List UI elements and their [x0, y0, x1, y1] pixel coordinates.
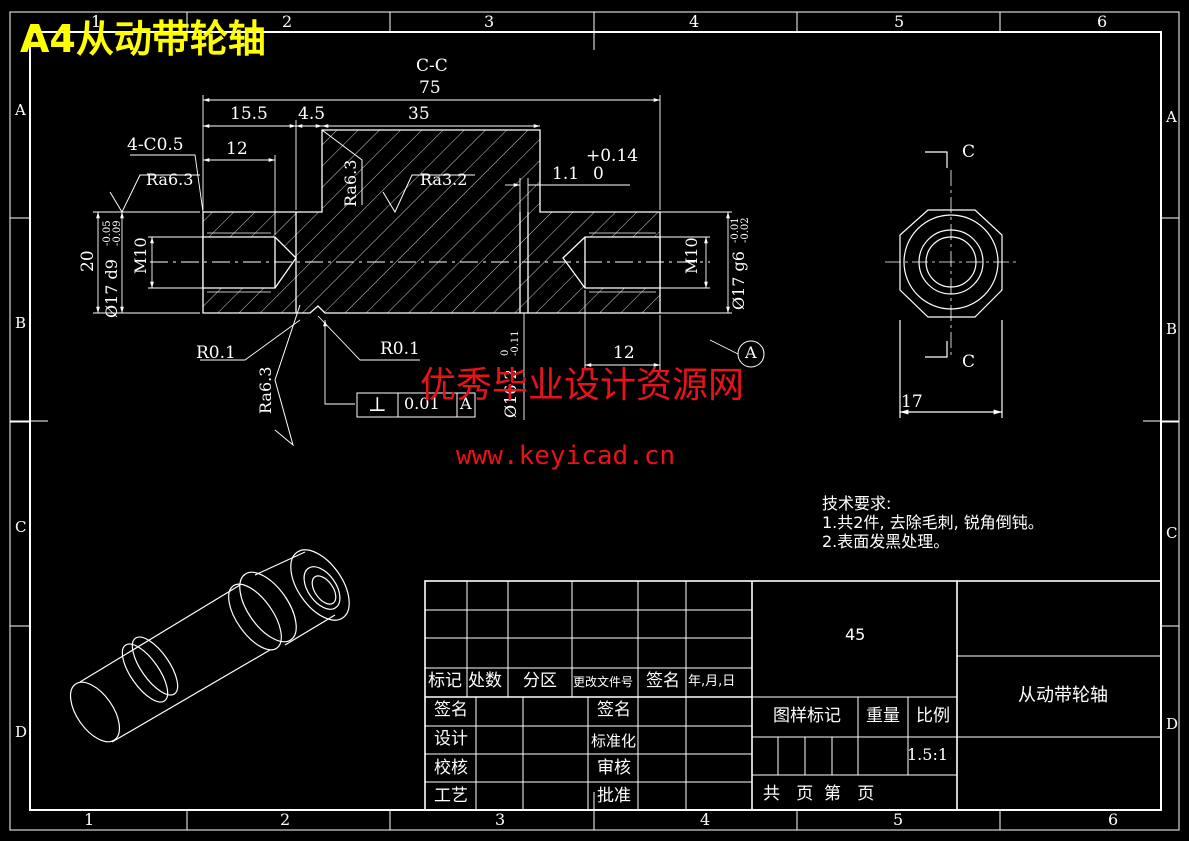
- sheet-count: 共 页 第 页: [763, 784, 875, 804]
- dim-width-17: 17: [901, 392, 923, 412]
- zone-row-right-a: A: [1166, 108, 1177, 126]
- notes-item-1: 1.共2件, 去除毛刺, 锐角倒钝。: [822, 513, 1044, 532]
- header-count: 处数: [468, 671, 502, 691]
- mid-row-sign: 签名: [597, 700, 631, 720]
- left-row-check: 校核: [434, 758, 468, 778]
- zone-col-top-5: 5: [894, 12, 905, 31]
- tolerance-value: 0.01: [404, 394, 440, 413]
- zone-col-top-3: 3: [484, 12, 495, 31]
- roughness-label-3: Ra3.2: [420, 170, 468, 189]
- section-label: C-C: [416, 56, 448, 76]
- zone-col-bottom-2: 2: [280, 810, 291, 829]
- isometric-view: [69, 549, 350, 743]
- dim-35: 35: [408, 104, 430, 124]
- zone-col-bottom-3: 3: [495, 810, 506, 829]
- notes-item-2: 2.表面发黑处理。: [822, 532, 950, 551]
- dimension-lines: [93, 95, 739, 420]
- scale-value: 1.5:1: [907, 745, 949, 764]
- left-row-process: 工艺: [434, 786, 468, 806]
- zone-row-right-c: C: [1166, 524, 1178, 542]
- left-row-sign: 签名: [434, 700, 468, 720]
- zone-row-left-a: A: [15, 101, 26, 119]
- zone-row-left-c: C: [15, 518, 27, 536]
- left-row-design: 设计: [434, 729, 468, 749]
- dim-groove-tol-dn: -0.11: [510, 330, 521, 356]
- zone-col-bottom-6: 6: [1108, 810, 1119, 829]
- dim-dia-left-tol-dn: -0.09: [112, 220, 123, 246]
- zone-row-left-d: D: [15, 723, 28, 741]
- scale-header-pattern: 图样标记: [773, 706, 841, 726]
- section-mark-bottom: C: [962, 352, 976, 372]
- dim-4-5: 4.5: [298, 104, 326, 124]
- zone-col-top-2: 2: [282, 12, 293, 31]
- mid-row-review: 审核: [597, 758, 631, 778]
- zone-row-left-b: B: [15, 314, 27, 332]
- shaft-section-view: [150, 129, 710, 314]
- dim-height-20: 20: [78, 250, 98, 272]
- watermark-line1: 优秀毕业设计资源网: [420, 365, 745, 406]
- end-view: [885, 151, 1020, 418]
- dim-tol-zero: 0: [593, 164, 604, 184]
- perpendicularity-symbol: ⊥: [368, 392, 387, 416]
- tolerance-frame-box: [356, 392, 476, 418]
- zone-ticks: [10, 12, 1179, 830]
- mid-row-standard: 标准化: [591, 732, 637, 750]
- roughness-label-1: Ra6.3: [146, 170, 194, 189]
- dim-dia-right: Ø17 g6: [729, 251, 748, 310]
- header-date: 年,月,日: [688, 674, 736, 689]
- tolerance-datum: A: [460, 394, 472, 413]
- roughness-label-2: Ra6.3: [341, 159, 360, 207]
- zone-col-bottom-4: 4: [700, 810, 711, 829]
- dim-radius-2: R0.1: [380, 339, 420, 359]
- zone-col-top-4: 4: [689, 12, 700, 31]
- dim-dia-left: Ø17 d9: [102, 259, 121, 318]
- zone-col-top-1: 1: [91, 12, 102, 31]
- mid-row-approve: 批准: [597, 786, 631, 806]
- drawing-title: A4从动带轮轴: [20, 17, 266, 61]
- roughness-symbols: [109, 129, 475, 447]
- title-block-grid: [424, 580, 1162, 811]
- part-name-cell: 从动带轮轴: [1018, 685, 1108, 706]
- outer-border: [9, 11, 1180, 831]
- dim-thread-left: M10: [131, 237, 150, 274]
- header-zone: 分区: [523, 671, 557, 691]
- scale-header-ratio: 比例: [916, 706, 950, 726]
- zone-col-top-6: 6: [1097, 12, 1108, 31]
- material-cell: 45: [845, 625, 866, 644]
- dim-12-left: 12: [226, 139, 248, 159]
- header-sign: 签名: [646, 671, 680, 691]
- dim-tol-plus: +0.14: [586, 146, 639, 166]
- dim-radius-1: R0.1: [196, 343, 236, 363]
- scale-header-weight: 重量: [866, 706, 900, 726]
- dim-overall: 75: [419, 78, 441, 98]
- dim-groove-width: 1.1: [552, 164, 580, 184]
- roughness-label-4: Ra6.3: [256, 366, 275, 414]
- zone-col-bottom-1: 1: [84, 810, 95, 829]
- dim-15-5: 15.5: [230, 104, 268, 124]
- zone-row-right-b: B: [1166, 320, 1178, 338]
- dim-thread-right: M10: [682, 237, 701, 274]
- datum-bubble-circle: [737, 340, 765, 368]
- header-change-doc: 更改文件号: [573, 675, 634, 689]
- zone-col-bottom-5: 5: [893, 810, 904, 829]
- section-mark-top: C: [962, 142, 976, 162]
- dim-chamfer: 4-C0.5: [127, 135, 184, 155]
- dim-12-right: 12: [613, 343, 635, 363]
- notes-heading: 技术要求:: [822, 494, 892, 513]
- dim-dia-right-tol-dn: -0.02: [740, 217, 751, 243]
- zone-row-right-d: D: [1166, 715, 1179, 733]
- header-mark: 标记: [428, 671, 462, 691]
- datum-bubble-label: A: [745, 343, 757, 362]
- watermark-line2: www.keyicad.cn: [456, 441, 676, 471]
